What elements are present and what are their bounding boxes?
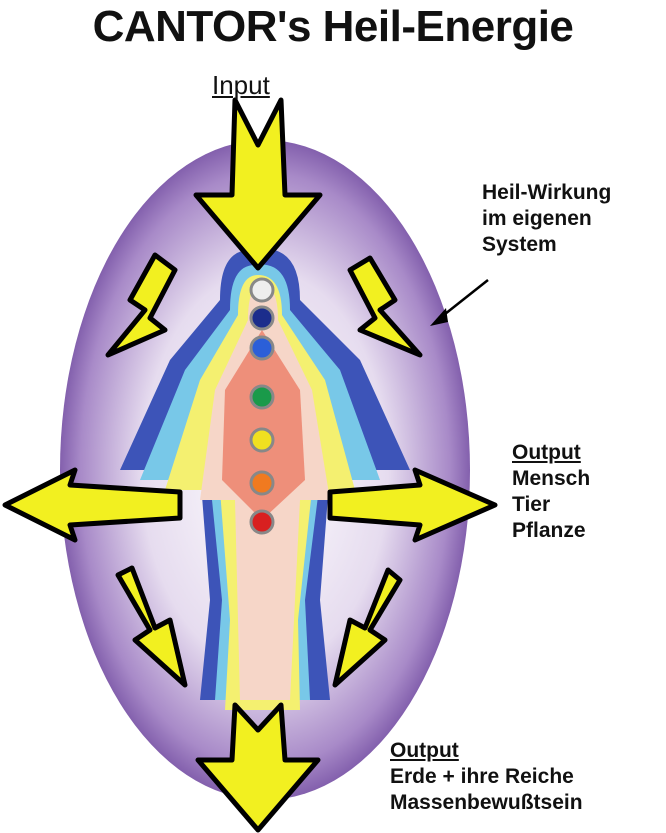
chakras [249,277,275,535]
arrow-lower-left [115,565,188,688]
heil-wirkung-line: im eigenen [482,207,592,230]
output-arrow-left [2,467,183,543]
output-1-label: Output Mensch Tier Pflanze [512,440,590,544]
output-1-line: Tier [512,493,551,516]
input-label: Input [212,70,270,100]
output-arrow-bottom [195,702,321,833]
output-arrow-right [327,467,498,543]
output-2-line: Massenbewußtsein [390,791,583,814]
pointer-arrowhead [430,308,448,326]
output-2-heading: Output [390,739,459,762]
output-1-heading: Output [512,441,581,464]
pointer-line [439,279,489,319]
arrow-lower-right [332,567,403,688]
input-arrow [193,97,323,271]
output-1-line: Mensch [512,467,591,490]
heil-wirkung-line: Heil-Wirkung [482,181,612,204]
arrow-upper-left [105,252,178,358]
page-title: CANTOR's Heil-Energie [92,2,574,51]
output-2-label: Output Erde + ihre Reiche Massenbewußtse… [390,738,583,816]
heil-wirkung-line: System [482,233,557,256]
output-1-line: Pflanze [512,519,586,542]
arrow-upper-right [347,255,423,358]
heil-wirkung-label: Heil-Wirkung im eigenen System [482,180,611,258]
output-2-line: Erde + ihre Reiche [390,765,574,788]
